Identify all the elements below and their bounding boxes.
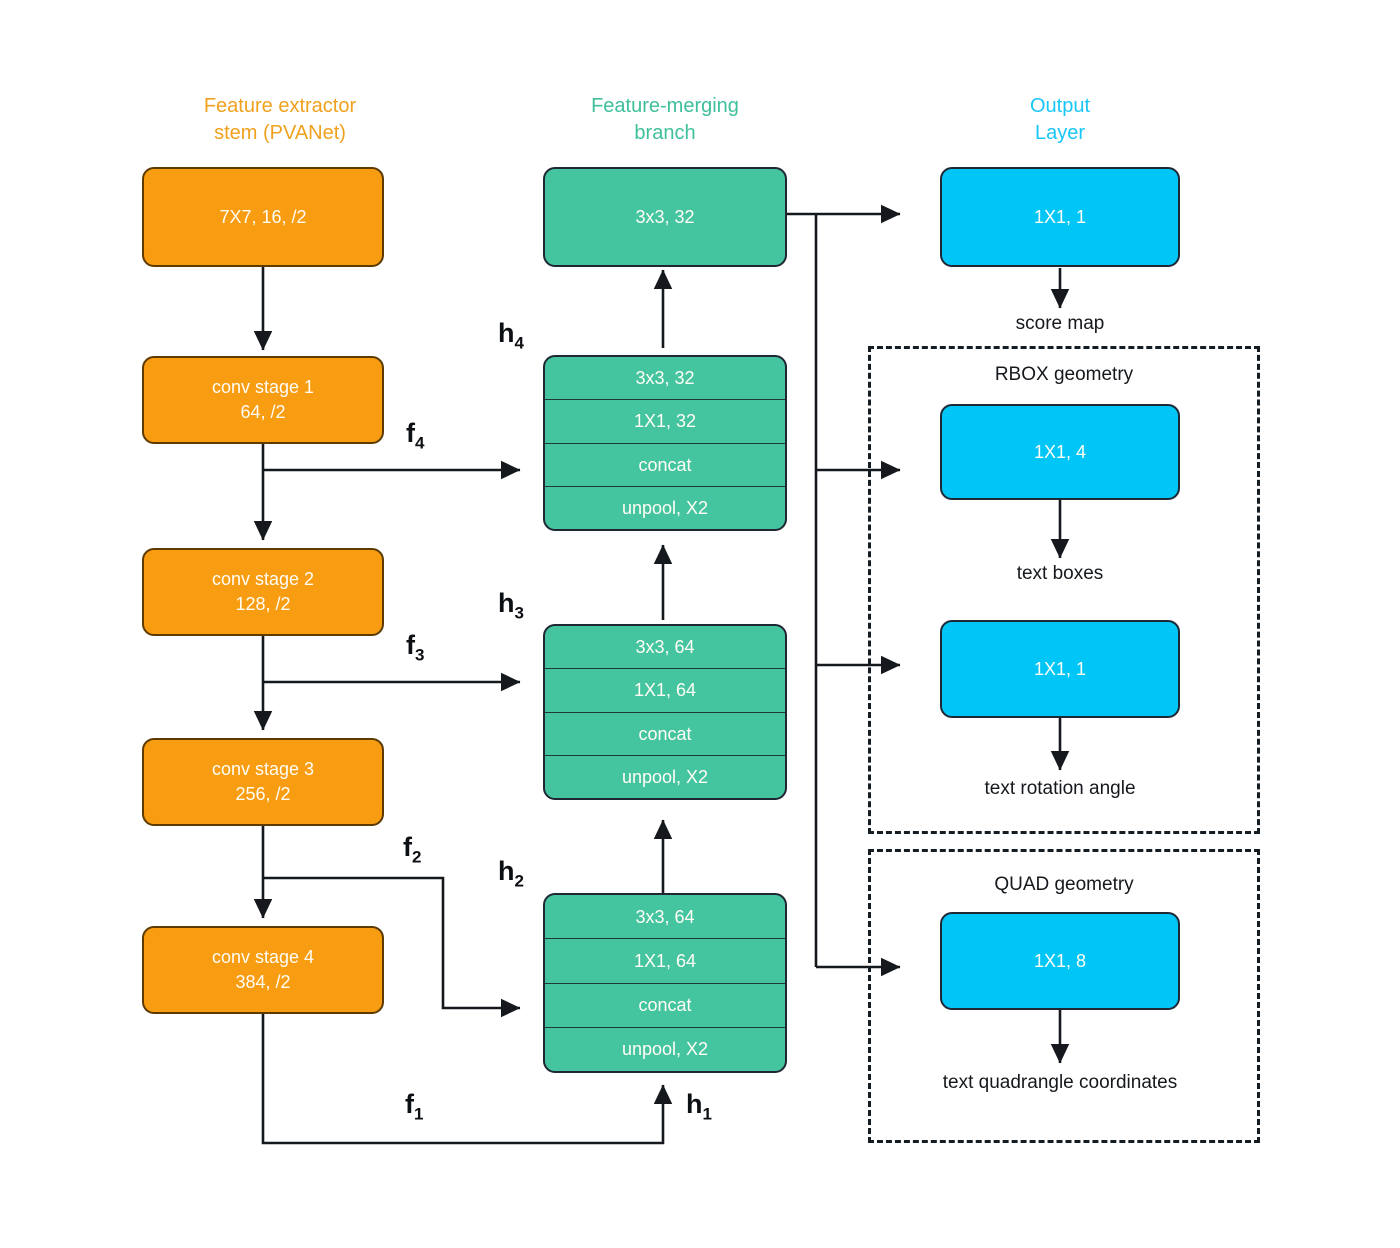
column-title-feature-extractor: Feature extractor stem (PVANet) [203, 95, 357, 144]
output-block-rbox-boxes[interactable]: 1X1, 4 [940, 404, 1180, 500]
column-title-output-layer: Output Layer [1029, 95, 1091, 144]
merge-top-block-label: 3x3, 32 [635, 206, 695, 227]
stem-block-conv-stage-2-line2: 128, /2 [235, 594, 291, 614]
column-title-feature-merging: Feature-merging branch [591, 95, 739, 144]
quad-geometry-group [868, 849, 1260, 1143]
merge-stack-h3-row-1: 1X1, 64 [545, 669, 785, 713]
merge-stack-h2-row-1: 1X1, 64 [545, 939, 785, 984]
output-block-score[interactable]: 1X1, 1 [940, 167, 1180, 267]
merge-stack-h4-row-3: unpool, X2 [621, 497, 709, 518]
merge-stack-h4[interactable]: 3x3, 32 1X1, 32 concat unpool, X2 [543, 355, 787, 531]
output-block-quad-label: 1X1, 8 [1033, 950, 1087, 971]
merge-top-block[interactable]: 3x3, 32 [543, 167, 787, 267]
merge-label-h1: h1 [686, 1089, 712, 1124]
output-caption-text-rotation-angle: text rotation angle [984, 778, 1136, 799]
merge-stack-h4-row-2: concat [545, 444, 785, 487]
stem-block-conv7x7-line1: 7X7, 16, /2 [219, 206, 307, 227]
stem-block-conv-stage-4-line2: 384, /2 [235, 972, 291, 992]
merge-stack-h4-row-1: 1X1, 32 [545, 400, 785, 444]
output-caption-score-map: score map [1015, 313, 1105, 334]
output-caption-text-quadrangle-coordinates: text quadrangle coordinates [942, 1072, 1178, 1093]
output-block-rbox-angle[interactable]: 1X1, 1 [940, 620, 1180, 718]
stem-block-conv-stage-3-line1: conv stage 3 [211, 759, 315, 779]
merge-stack-h2-row-3: unpool, X2 [621, 1039, 709, 1060]
output-caption-text-boxes: text boxes [1016, 563, 1104, 584]
stem-block-conv7x7[interactable]: 7X7, 16, /2 [142, 167, 384, 267]
merge-label-h2: h2 [498, 856, 524, 891]
stem-block-conv-stage-1-line2: 64, /2 [240, 402, 286, 422]
quad-geometry-title: QUAD geometry [994, 874, 1134, 895]
merge-stack-h3-row-0: 3x3, 64 [545, 626, 785, 670]
rbox-geometry-title: RBOX geometry [994, 364, 1134, 385]
stem-block-conv-stage-3[interactable]: conv stage 3 256, /2 [142, 738, 384, 826]
stem-block-conv-stage-4-line1: conv stage 4 [211, 947, 315, 967]
output-block-score-label: 1X1, 1 [1033, 206, 1087, 227]
stem-block-conv-stage-1[interactable]: conv stage 1 64, /2 [142, 356, 384, 444]
feature-label-f1: f1 [405, 1089, 424, 1124]
output-block-quad[interactable]: 1X1, 8 [940, 912, 1180, 1010]
merge-stack-h3-row-2: concat [545, 713, 785, 756]
merge-label-h4: h4 [498, 318, 524, 353]
feature-label-f3: f3 [406, 630, 425, 665]
merge-stack-h2-row-0: 3x3, 64 [545, 895, 785, 940]
stem-block-conv-stage-4[interactable]: conv stage 4 384, /2 [142, 926, 384, 1014]
output-block-rbox-boxes-label: 1X1, 4 [1033, 441, 1087, 462]
rbox-geometry-group [868, 346, 1260, 834]
stem-block-conv-stage-2-line1: conv stage 2 [211, 569, 315, 589]
merge-stack-h4-row-0: 3x3, 32 [545, 357, 785, 401]
stem-block-conv-stage-1-line1: conv stage 1 [211, 377, 315, 397]
stem-block-conv-stage-2[interactable]: conv stage 2 128, /2 [142, 548, 384, 636]
merge-label-h3: h3 [498, 588, 524, 623]
merge-stack-h3[interactable]: 3x3, 64 1X1, 64 concat unpool, X2 [543, 624, 787, 800]
feature-label-f4: f4 [406, 418, 425, 453]
merge-stack-h2[interactable]: 3x3, 64 1X1, 64 concat unpool, X2 [543, 893, 787, 1073]
feature-label-f2: f2 [403, 832, 422, 867]
merge-stack-h3-row-3: unpool, X2 [621, 766, 709, 787]
stem-block-conv-stage-3-line2: 256, /2 [235, 784, 291, 804]
merge-stack-h2-row-2: concat [545, 984, 785, 1028]
output-block-rbox-angle-label: 1X1, 1 [1033, 658, 1087, 679]
